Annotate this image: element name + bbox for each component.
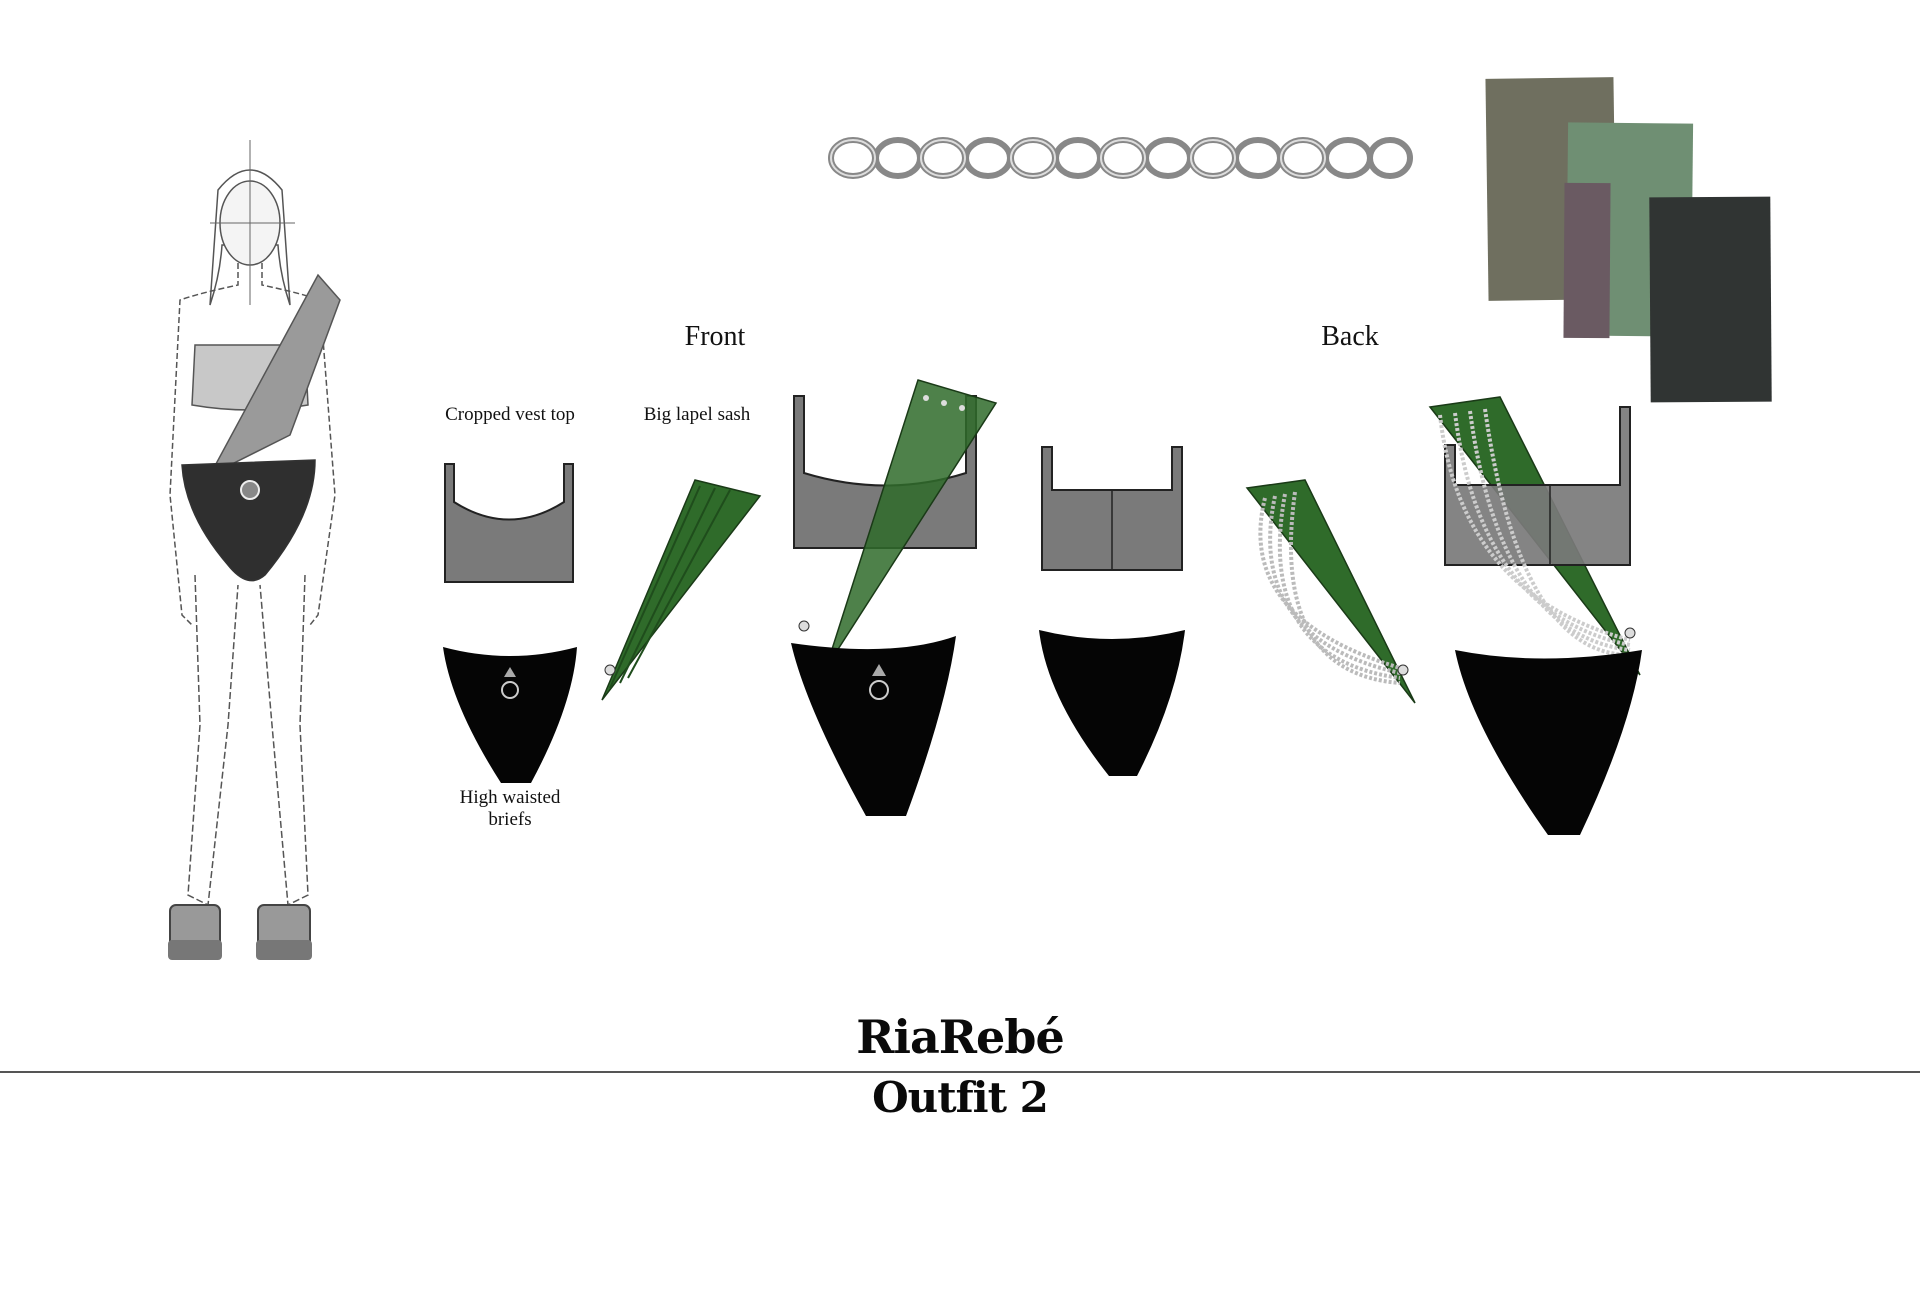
high-waisted-briefs-label: High waisted briefs bbox=[459, 787, 561, 830]
lapel-sash-flat bbox=[601, 479, 762, 701]
sash-with-chains-flat bbox=[1245, 479, 1416, 704]
chain-swatch bbox=[828, 137, 1413, 179]
crop-top-back-flat bbox=[1041, 446, 1183, 571]
fashion-figure-sketch bbox=[168, 140, 341, 960]
brand-name: RiaRebé bbox=[856, 1010, 1064, 1064]
front-view-title: Front bbox=[684, 321, 746, 352]
briefs-flat bbox=[443, 647, 577, 783]
outfit-title: Outfit 2 bbox=[872, 1073, 1049, 1122]
fabric-swatch-mauve bbox=[1563, 182, 1611, 339]
back-outfit-assembly bbox=[1428, 396, 1642, 835]
back-view-title: Back bbox=[1321, 321, 1379, 352]
front-outfit-assembly bbox=[791, 379, 998, 816]
cropped-vest-top-label: Cropped vest top bbox=[445, 404, 575, 425]
crop-top-flat bbox=[444, 463, 574, 583]
big-lapel-sash-label: Big lapel sash bbox=[643, 404, 751, 425]
briefs-back-flat bbox=[1039, 630, 1185, 776]
footer-divider bbox=[0, 1071, 1920, 1073]
fabric-swatch-charcoal bbox=[1649, 196, 1772, 403]
